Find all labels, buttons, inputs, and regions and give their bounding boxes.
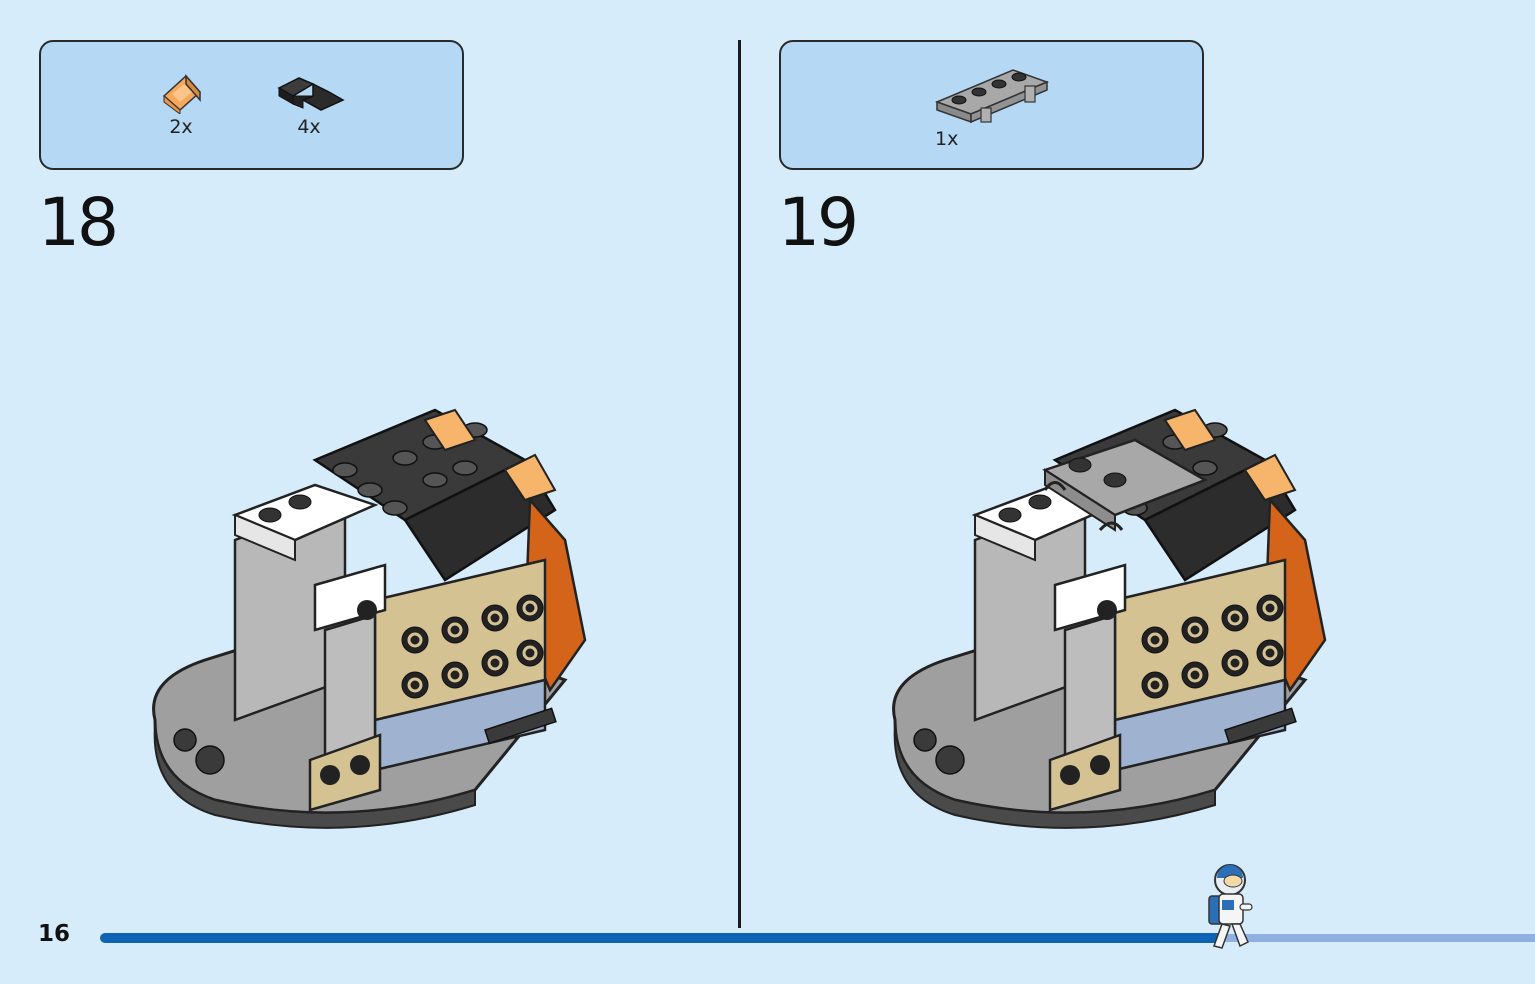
orange-trans-slope-icon: [162, 74, 202, 114]
black-slope-plate-icon: [277, 77, 345, 111]
part-quantity: 4x: [297, 116, 321, 138]
astronaut-progress-marker-icon: [1208, 864, 1253, 949]
step-19-parts-callout: 1x: [779, 40, 1204, 170]
progress-bar: [100, 933, 1535, 943]
step-number: 18: [38, 184, 119, 261]
part-grey-clip-plate: 1x: [929, 62, 1054, 150]
page-number: 16: [38, 921, 71, 947]
part-orange-slope: 2x: [156, 74, 206, 138]
grey-clip-plate-icon: [934, 69, 1050, 124]
part-quantity: 1x: [935, 128, 959, 150]
step-19-model-illustration: [892, 408, 1327, 830]
part-quantity: 2x: [169, 116, 193, 138]
step-number: 19: [778, 184, 859, 261]
step-18-parts-callout: 2x 4x: [39, 40, 464, 170]
progress-bar-remaining: [1219, 934, 1535, 942]
step-18-model-illustration: [152, 408, 587, 830]
step-divider: [738, 40, 741, 928]
added-clip-plate: [1042, 438, 1208, 532]
part-black-slope: 4x: [273, 74, 345, 138]
progress-bar-fill: [100, 933, 1219, 943]
